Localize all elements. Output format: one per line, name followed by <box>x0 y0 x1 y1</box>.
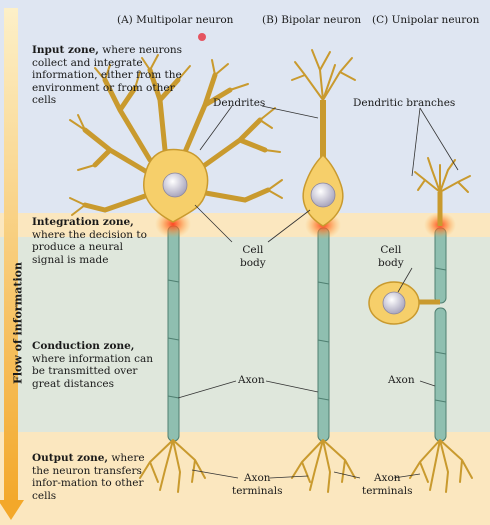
flow-label: Flow of information <box>11 238 25 408</box>
label-dendrites: Dendrites <box>213 97 266 109</box>
output-zone-name: Output zone, <box>32 452 109 464</box>
conduction-zone-text: Conduction zone, where information can b… <box>32 340 157 390</box>
label-terminals-ab-line1: Axon <box>243 472 271 484</box>
axon-terminals-c <box>409 439 473 493</box>
label-axon-ab: Axon <box>238 374 265 386</box>
output-zone-band <box>0 432 490 525</box>
bipolar-neuron <box>291 49 356 493</box>
axon-terminals-b <box>291 439 356 493</box>
label-cell-body-c-line1: Cell <box>380 244 402 256</box>
input-zone-name: Input zone, <box>32 44 99 56</box>
axon-c-lower <box>434 307 447 442</box>
flow-arrow <box>0 8 24 520</box>
title-multipolar: (A) Multipolar neuron <box>117 14 234 26</box>
label-terminals-ab-line2: terminals <box>232 484 283 497</box>
label-terminals-c-line1: Axon <box>373 472 401 484</box>
axon-c-upper <box>434 227 447 304</box>
conduction-zone-band <box>0 237 490 432</box>
marker-dot <box>198 33 206 41</box>
dendrites-a <box>82 67 271 213</box>
input-zone-text: Input zone, where neurons collect and in… <box>32 44 202 107</box>
axon-a <box>167 225 180 442</box>
axon-b <box>317 227 330 442</box>
integration-zone-text: Integration zone, where the decision to … <box>32 216 157 266</box>
label-axon-terminals-ab: Axon terminals <box>232 472 283 497</box>
title-bipolar: (B) Bipolar neuron <box>262 14 362 26</box>
integration-zone-name: Integration zone, <box>32 216 134 228</box>
axon-terminals-a <box>139 439 206 493</box>
label-dendritic-branches: Dendritic branches <box>353 97 456 109</box>
input-zone-band <box>0 0 490 213</box>
conduction-zone-name: Conduction zone, <box>32 340 135 352</box>
dendrite-fine-a <box>69 54 283 216</box>
nucleus-a <box>162 172 188 198</box>
label-cell-body-line1: Cell <box>242 244 264 256</box>
output-zone-desc: where the neuron transfers infor-mation … <box>32 452 145 502</box>
dendrites-b <box>291 49 356 101</box>
label-cell-body-ab: Cell body <box>240 244 266 269</box>
dendritic-branches-c <box>414 157 471 193</box>
label-terminals-c-line2: terminals <box>362 484 413 497</box>
label-cell-body-c: Cell body <box>378 244 404 269</box>
conduction-zone-desc: where information can be transmitted ove… <box>32 352 154 390</box>
integration-zone-band <box>0 213 490 237</box>
multipolar-neuron <box>69 54 283 493</box>
flow-label-text: Flow of information <box>11 262 25 384</box>
unipolar-neuron <box>368 157 473 493</box>
label-cell-body-line2: body <box>240 256 266 269</box>
nucleus-c <box>382 291 406 315</box>
nucleus-b <box>310 182 336 208</box>
output-zone-text: Output zone, where the neuron transfers … <box>32 452 152 502</box>
title-unipolar: (C) Unipolar neuron <box>372 14 480 26</box>
label-cell-body-c-line2: body <box>378 256 404 269</box>
label-axon-terminals-c: Axon terminals <box>362 472 413 497</box>
integration-zone-desc: where the decision to produce a neural s… <box>32 228 147 266</box>
leader-lines <box>177 105 459 479</box>
input-zone-desc: where neurons collect and integrate info… <box>32 44 183 106</box>
label-axon-c: Axon <box>388 374 415 386</box>
